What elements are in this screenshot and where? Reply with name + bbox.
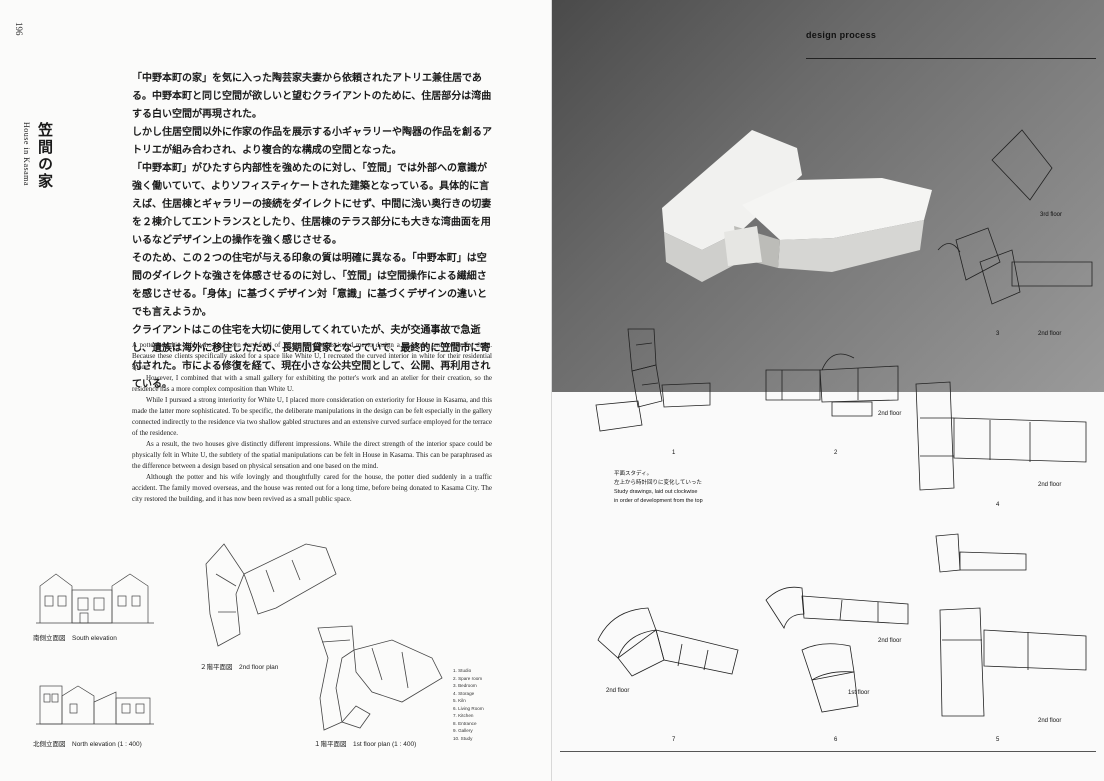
study-note-en: in order of development from the top <box>614 498 703 504</box>
legend-item: 3. Bedroom <box>453 683 477 688</box>
header-rule <box>806 58 1096 59</box>
legend-item: 8. Entrance <box>453 720 477 726</box>
label-2nd-floor-study7: 2nd floor <box>606 688 630 694</box>
en-paragraph: A potter and his wife, who had been very… <box>132 341 492 371</box>
en-paragraph: While I pursued a strong interiority for… <box>132 396 492 437</box>
section-header: design process <box>806 30 877 40</box>
study-6-drawing <box>765 586 909 713</box>
legend-item: 7. Kitchen <box>453 713 474 718</box>
first-floor-plan-caption: １階平面図 1st floor plan (1 : 400) <box>314 741 417 748</box>
study-number-1: 1 <box>672 450 676 456</box>
legend-item: 2. Spare room <box>453 675 483 681</box>
ja-paragraph: そのため、この２つの住宅が与える印象の質は明確に異なる。「中野本町」は空間のダイ… <box>132 253 487 318</box>
en-paragraph: Although the potter and his wife lovingl… <box>132 473 492 503</box>
japanese-body-text: 「中野本町の家」を気に入った陶芸家夫妻から依頼されたアトリエ兼住居である。中野本… <box>132 70 494 394</box>
south-elevation-drawing <box>36 573 154 624</box>
study-number-7: 7 <box>672 737 676 743</box>
title-english: House in Kasama <box>22 122 31 186</box>
ja-paragraph: しかし住居空間以外に作家の作品を展示する小ギャラリーや陶器の作品を創るアトリエが… <box>132 127 492 156</box>
room-legend: 1. Studio 2. Spare room 3. Bedroom 4. St… <box>453 667 484 742</box>
legend-item: 6. Living Room <box>453 705 484 711</box>
ja-paragraph: 「中野本町」がひたすら内部性を強めたのに対し、「笠間」では外部への意識が強く働い… <box>132 163 492 246</box>
second-floor-plan-drawing <box>205 543 337 647</box>
right-page: design process 3rd floor 2nd floor 3 1 2… <box>552 0 1104 781</box>
footer-rule <box>560 751 1096 752</box>
label-2nd-floor-study4: 2nd floor <box>1038 482 1062 488</box>
study-number-6: 6 <box>834 737 838 743</box>
study-number-2: 2 <box>834 450 838 456</box>
study-2-drawing <box>765 353 899 417</box>
south-elevation-caption: 南側立面図 South elevation <box>33 635 117 642</box>
ja-paragraph: クライアントはこの住宅を大切に使用してくれていたが、夫が交通事故で急逝し、遺族は… <box>132 325 491 390</box>
page-number: 196 <box>14 22 24 36</box>
title-japanese: 笠間の家 <box>36 122 52 190</box>
legend-item: 9. Gallery <box>453 728 473 733</box>
legend-item: 5. Kiln <box>453 698 466 703</box>
study-4-drawing <box>915 381 1087 491</box>
english-body-text: A potter and his wife, who had been very… <box>132 340 492 505</box>
label-2nd-floor-study3: 2nd floor <box>1038 331 1062 337</box>
study-note-ja: 平面スタディ。 <box>614 471 653 477</box>
label-2nd-floor-study2: 2nd floor <box>878 411 902 417</box>
ja-paragraph: 「中野本町の家」を気に入った陶芸家夫妻から依頼されたアトリエ兼住居である。中野本… <box>132 73 492 120</box>
label-1st-floor-study6: 1st floor <box>848 690 870 696</box>
second-floor-plan-caption: ２階平面図 2nd floor plan <box>200 664 279 671</box>
study-number-3: 3 <box>996 331 1000 337</box>
label-3rd-floor: 3rd floor <box>1040 212 1063 218</box>
legend-item: 1. Studio <box>453 668 472 673</box>
study-number-4: 4 <box>996 502 1000 508</box>
study-7-drawing <box>597 607 739 677</box>
left-page: 196 笠間の家 House in Kasama 「中野本町の家」を気に入った陶… <box>14 22 494 748</box>
en-paragraph: However, I combined that with a small ga… <box>132 374 492 393</box>
study-1-drawing <box>595 328 711 432</box>
label-2nd-floor-study6: 2nd floor <box>878 638 902 644</box>
study-5-drawing <box>935 533 1087 717</box>
model-photo <box>552 0 1104 392</box>
white-model-image <box>662 130 932 282</box>
label-2nd-floor-study5: 2nd floor <box>1038 718 1062 724</box>
legend-item: 10. Study <box>453 735 473 741</box>
en-paragraph: As a result, the two houses give distinc… <box>132 440 492 470</box>
north-elevation-caption: 北側立面図 North elevation (1 : 400) <box>33 741 142 748</box>
north-elevation-drawing <box>36 685 154 725</box>
study-sketch-overlay <box>937 129 1093 305</box>
study-note-ja: 左上から時計回りに変化していった <box>614 480 702 486</box>
study-note-en: Study drawings, laid out clockwise <box>614 489 698 495</box>
study-note: 平面スタディ。 左上から時計回りに変化していった Study drawings,… <box>614 470 703 506</box>
study-number-5: 5 <box>996 737 1000 743</box>
legend-item: 4. Storage <box>453 690 475 696</box>
first-floor-plan-drawing <box>317 625 443 731</box>
article-title: 笠間の家 House in Kasama <box>22 122 58 222</box>
